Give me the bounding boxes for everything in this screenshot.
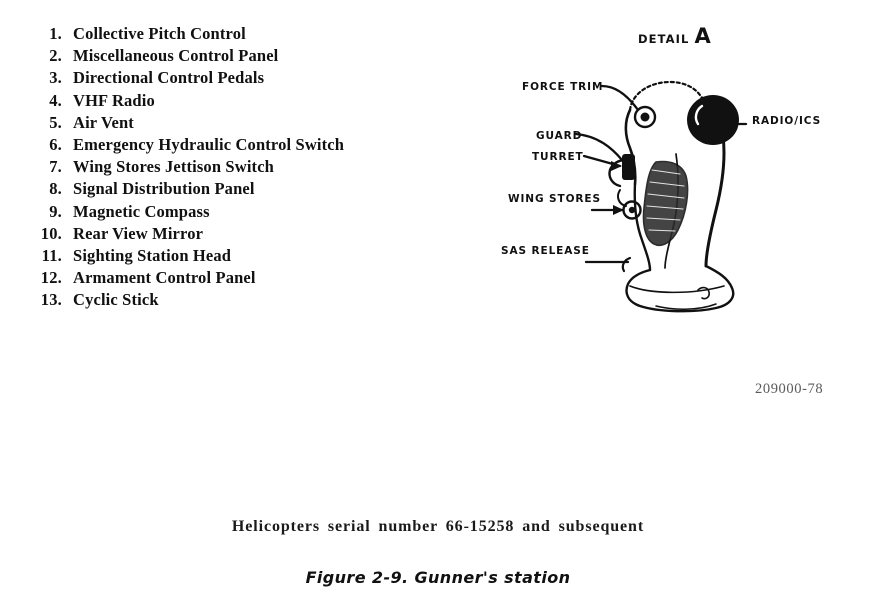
label-radio-ics: RADIO/ICS: [752, 115, 822, 127]
list-item: 5. Air Vent: [26, 113, 446, 135]
list-item: 4. VHF Radio: [26, 91, 446, 113]
list-item-label: Air Vent: [73, 112, 134, 132]
list-item-label: Signal Distribution Panel: [73, 179, 255, 199]
label-force-trim: FORCE TRIM: [522, 81, 604, 93]
list-item-number: 10.: [40, 223, 62, 243]
list-item-number: 5.: [49, 112, 62, 132]
list-item: 11. Sighting Station Head: [26, 246, 446, 268]
list-item-number: 1.: [49, 24, 62, 43]
list-item-label: Emergency Hydraulic Control Switch: [73, 134, 345, 154]
detail-a-diagram: DETAIL A: [480, 14, 876, 324]
label-sas-release: SAS RELEASE: [501, 245, 590, 257]
list-item: 9. Magnetic Compass: [26, 202, 446, 224]
list-item-label: Sighting Station Head: [73, 245, 232, 265]
label-guard: GUARD: [536, 130, 583, 142]
list-item-number: 7.: [49, 157, 62, 177]
list-item-label: Collective Pitch Control: [73, 24, 246, 43]
drawing-number: 209000-78: [755, 381, 824, 397]
list-item-number: 3.: [49, 68, 62, 88]
list-item: 10. Rear View Mirror: [26, 224, 446, 246]
list-item: 12. Armament Control Panel: [26, 268, 446, 290]
list-item-label: Rear View Mirror: [73, 223, 204, 243]
list-item: 2. Miscellaneous Control Panel: [26, 46, 446, 68]
label-turret: TURRET: [532, 151, 584, 163]
cyclic-stick-illustration: [574, 80, 748, 313]
serial-number-note: Helicopters serial number 66-15258 and s…: [231, 518, 645, 535]
list-item-label: Directional Control Pedals: [73, 68, 265, 88]
arrowhead-radio-ics: [716, 119, 727, 129]
detail-heading-word: DETAIL: [638, 31, 690, 46]
list-item-number: 12.: [40, 268, 62, 288]
callout-list: 1. Collective Pitch Control 2. Miscellan…: [26, 24, 446, 312]
list-item: 7. Wing Stores Jettison Switch: [26, 157, 446, 179]
arrowhead-wing-stores: [613, 205, 624, 215]
list-item-number: 4.: [49, 90, 62, 110]
list-item-label: Armament Control Panel: [73, 268, 256, 288]
leader-force-trim: [600, 84, 640, 112]
list-item-number: 2.: [49, 46, 62, 66]
list-item-label: Cyclic Stick: [73, 290, 159, 310]
list-item: 13. Cyclic Stick: [26, 290, 446, 312]
list-item: 3. Directional Control Pedals: [26, 68, 446, 90]
detail-heading-letter: A: [694, 24, 711, 48]
list-item-number: 9.: [49, 201, 62, 221]
list-item: 6. Emergency Hydraulic Control Switch: [26, 135, 446, 157]
list-item-label: Miscellaneous Control Panel: [73, 46, 279, 66]
detail-heading: DETAIL A: [638, 24, 711, 48]
label-wing-stores: WING STORES: [508, 193, 601, 205]
list-item-label: Wing Stores Jettison Switch: [73, 157, 274, 177]
list-item-label: VHF Radio: [73, 90, 155, 110]
figure-caption: Figure 2-9. Gunner's station: [305, 568, 571, 587]
list-item-number: 6.: [49, 134, 62, 154]
list-item-number: 13.: [40, 290, 62, 310]
list-item-number: 11.: [41, 245, 62, 265]
leader-guard: [574, 132, 624, 162]
list-item: 8. Signal Distribution Panel: [26, 179, 446, 201]
list-item-number: 8.: [49, 179, 62, 199]
list-item: 1. Collective Pitch Control: [26, 24, 446, 46]
list-item-label: Magnetic Compass: [73, 201, 210, 221]
arrowhead-turret: [611, 161, 622, 171]
